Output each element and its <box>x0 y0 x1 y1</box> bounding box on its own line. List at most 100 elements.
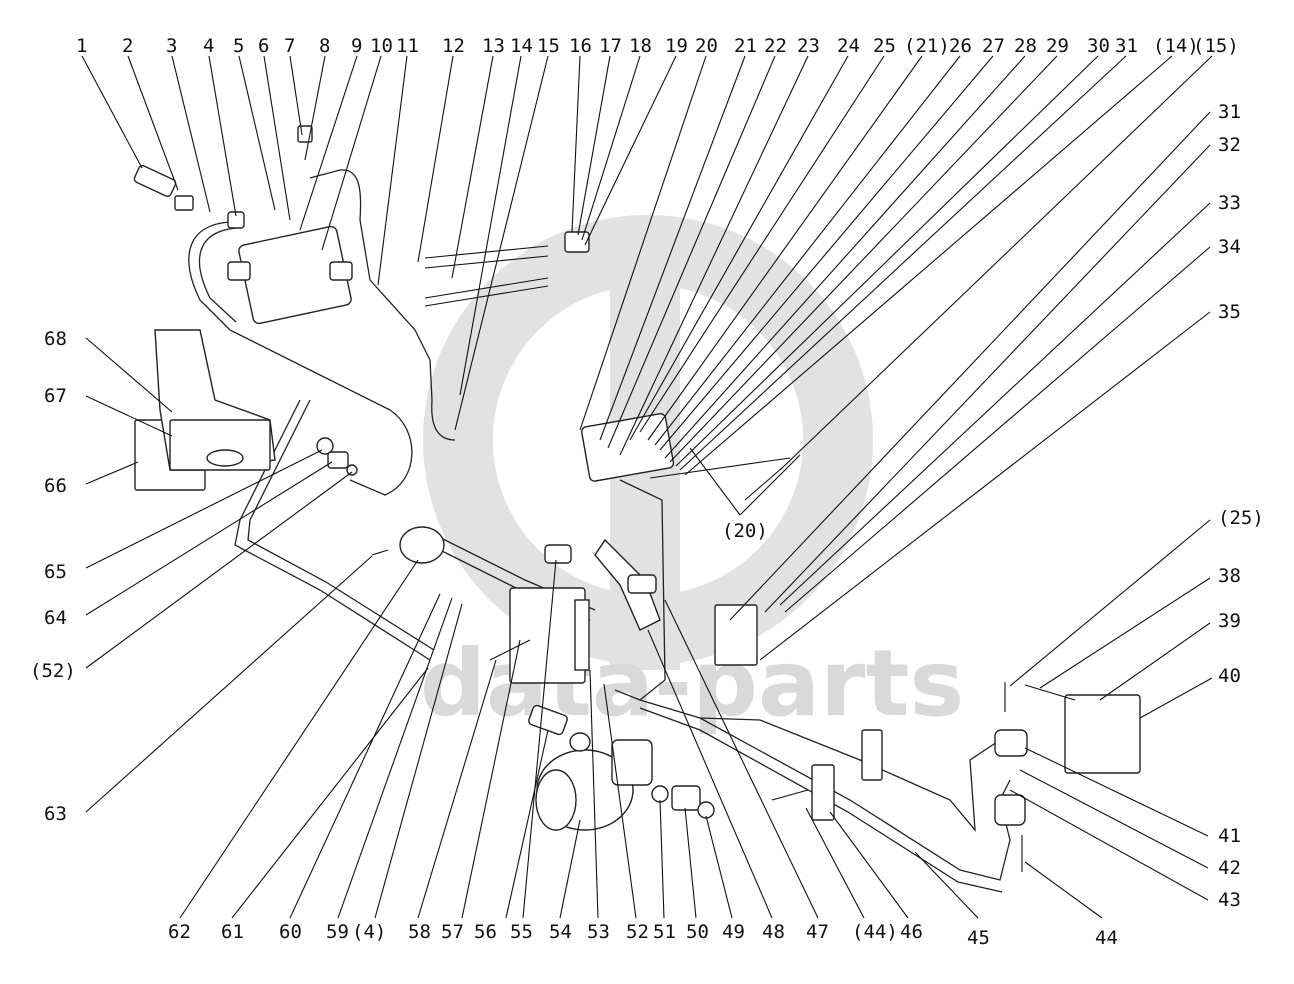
leader <box>675 55 1099 467</box>
leader <box>829 811 909 919</box>
label-52-ref: (52) <box>30 660 76 682</box>
label-39: 39 <box>1218 610 1241 632</box>
label-34: 34 <box>1218 236 1241 258</box>
leader <box>659 55 994 451</box>
label-46: 46 <box>900 921 923 943</box>
label-45: 45 <box>967 927 990 949</box>
label-22: 22 <box>764 35 787 57</box>
leader <box>639 55 885 433</box>
label-13: 13 <box>482 35 505 57</box>
label-50: 50 <box>686 921 709 943</box>
label-55: 55 <box>510 921 533 943</box>
leader <box>304 55 326 161</box>
filter-block-39 <box>1064 694 1141 774</box>
label-5: 5 <box>233 35 244 57</box>
label-17: 17 <box>599 35 622 57</box>
leader <box>299 55 358 231</box>
leader <box>654 55 961 446</box>
label-26: 26 <box>949 35 972 57</box>
leader <box>263 55 291 221</box>
bracket-plate-right <box>714 604 758 666</box>
leader <box>759 311 1211 661</box>
leader <box>337 597 453 919</box>
leader <box>581 55 641 241</box>
label-6: 6 <box>258 35 269 57</box>
label-9: 9 <box>351 35 362 57</box>
o-ring-51 <box>651 785 669 803</box>
leader <box>684 807 697 919</box>
leader <box>1009 789 1209 901</box>
leader <box>705 815 733 919</box>
label-25: 25 <box>873 35 896 57</box>
hose-elbow-61 <box>399 526 445 564</box>
leader <box>451 55 494 279</box>
label-59: 59 <box>326 921 349 943</box>
label-47: 47 <box>806 921 829 943</box>
leader <box>664 599 819 919</box>
o-ring-49 <box>697 801 715 819</box>
leader <box>374 603 463 919</box>
bolt-44-left <box>771 789 809 801</box>
label-62: 62 <box>168 921 191 943</box>
label-56: 56 <box>474 921 497 943</box>
leader <box>647 55 923 441</box>
label-66: 66 <box>44 475 67 497</box>
leader <box>461 639 521 919</box>
mount-bracket-vertical <box>861 729 883 781</box>
leader <box>589 669 599 919</box>
leader <box>729 111 1211 621</box>
pipe-long-diagonal <box>234 399 431 661</box>
label-63: 63 <box>44 803 67 825</box>
leader <box>238 55 276 211</box>
label-23: 23 <box>797 35 820 57</box>
pipe-top-return <box>309 169 456 441</box>
label-35: 35 <box>1218 301 1241 323</box>
label-18: 18 <box>629 35 652 57</box>
leader <box>1024 747 1209 837</box>
label-48: 48 <box>762 921 785 943</box>
pipe-valve-down <box>614 479 666 701</box>
label-21-ref: (21) <box>904 35 950 57</box>
label-68: 68 <box>44 328 67 350</box>
leader <box>1099 622 1211 701</box>
label-32: 32 <box>1218 134 1241 156</box>
label-21: 21 <box>734 35 757 57</box>
clamp-bracket-46 <box>811 764 835 821</box>
leader <box>1019 769 1209 869</box>
label-44: 44 <box>1095 927 1118 949</box>
leader <box>664 55 1026 459</box>
label-58: 58 <box>408 921 431 943</box>
leader <box>649 457 791 479</box>
label-28: 28 <box>1014 35 1037 57</box>
manifold-side <box>574 599 590 671</box>
label-53: 53 <box>587 921 610 943</box>
leader <box>805 807 865 919</box>
leader <box>377 55 408 286</box>
pipe-to-riser <box>699 717 1001 832</box>
leader <box>1009 519 1211 687</box>
label-65: 65 <box>44 561 67 583</box>
fitting-64 <box>327 451 349 469</box>
label-8: 8 <box>319 35 330 57</box>
rod-13b <box>424 255 549 269</box>
o-ring-53 <box>569 732 591 752</box>
leader <box>85 449 323 569</box>
leader <box>647 629 773 919</box>
label-41: 41 <box>1218 825 1241 847</box>
label-14: 14 <box>510 35 533 57</box>
label-38: 38 <box>1218 565 1241 587</box>
label-31: 31 <box>1115 35 1138 57</box>
label-61: 61 <box>221 921 244 943</box>
riser-head-41 <box>994 729 1028 757</box>
leader <box>454 55 549 431</box>
leader <box>1024 861 1103 919</box>
leader <box>208 55 237 217</box>
label-7: 7 <box>284 35 295 57</box>
filter-face-54 <box>535 769 577 831</box>
adapter-56 <box>528 704 568 736</box>
label-33: 33 <box>1218 192 1241 214</box>
label-1: 1 <box>76 35 87 57</box>
watermark-text: data-parts <box>420 630 964 737</box>
leader <box>571 55 581 233</box>
manifold-block-57 <box>509 587 586 684</box>
